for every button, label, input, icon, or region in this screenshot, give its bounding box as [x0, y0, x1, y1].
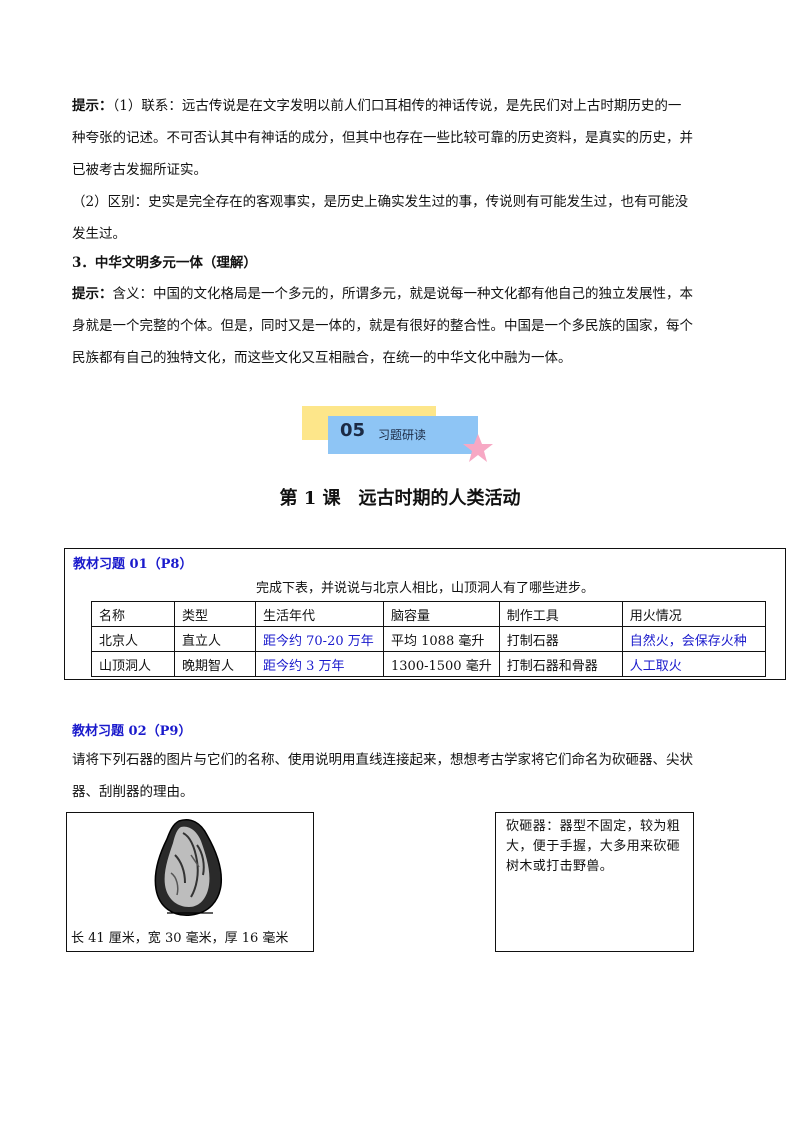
exercise2-instruction: 请将下列石器的图片与它们的名称、使用说明用直线连接起来，想想考古学家将它们命名为… [72, 744, 732, 808]
hint2-label: 提示： [72, 286, 113, 302]
hint1-label: 提示： [72, 98, 113, 114]
hint2-line3: 民族都有自己的独特文化，而这些文化又互相融合，在统一的中华文化中融为一体。 [72, 350, 572, 366]
comparison-table: 名称 类型 生活年代 脑容量 制作工具 用火情况 北京人 直立人 距今约 70-… [91, 601, 766, 677]
table-header: 用火情况 [621, 601, 766, 627]
heading-3: 3．中华文明多元一体（理解） [72, 255, 257, 271]
exercise1-instruction: 完成下表，并说说与北京人相比，山顶洞人有了哪些进步。 [255, 581, 594, 596]
hint2-line2: 身就是一个完整的个体。但是，同时又是一体的，就是有很好的整合性。中国是一个多民族… [72, 318, 693, 334]
hint1-line1: （1）联系：远古传说是在文字发明以前人们口耳相传的神话传说，是先民们对上古时期历… [112, 98, 682, 114]
table-cell: 1300-1500 毫升 [383, 651, 500, 677]
table-cell-answer: 距今约 3 万年 [255, 651, 384, 677]
exercise2-line1: 请将下列石器的图片与它们的名称、使用说明用直线连接起来，想想考古学家将它们命名为… [72, 752, 693, 768]
hint2-line1: 含义：中国的文化格局是一个多元的，所谓多元，就是说每一种文化都有他自己的独立发展… [112, 286, 694, 302]
chopper-description-box: 砍砸器：器型不固定，较为粗大，便于手握，大多用来砍砸树木或打击野兽。 [495, 812, 694, 952]
table-cell: 山顶洞人 [91, 651, 175, 677]
section-label: 习题研读 [378, 428, 427, 442]
hint1-line2: 种夸张的记述。不可否认其中有神话的成分，但其中也存在一些比较可靠的历史资料，是真… [72, 130, 693, 146]
table-cell: 平均 1088 毫升 [383, 626, 500, 652]
table-header: 生活年代 [255, 601, 384, 627]
table-header: 脑容量 [383, 601, 500, 627]
hint1-paragraph: 提示：（1）联系：远古传说是在文字发明以前人们口耳相传的神话传说，是先民们对上古… [72, 90, 732, 250]
table-cell: 打制石器 [498, 626, 623, 652]
hint1-line4: （2）区别：史实是完全存在的客观事实，是历史上确实发生过的事，传说则有可能发生过… [72, 194, 689, 210]
exercise2-title: 教材习题 02（P9） [72, 724, 192, 739]
hint1-line5: 发生过。 [72, 226, 126, 242]
section-number: 05 [340, 420, 366, 441]
table-cell-answer: 人工取火 [621, 651, 766, 677]
lesson-title: 第 1 课 远古时期的人类活动 [279, 488, 521, 509]
table-cell: 直立人 [174, 626, 256, 652]
table-header: 名称 [91, 601, 175, 627]
hint1-line3: 已被考古发掘所证实。 [72, 162, 207, 178]
table-cell: 晚期智人 [174, 651, 256, 677]
table-cell-answer: 自然火，会保存火种 [621, 626, 766, 652]
table-header: 类型 [174, 601, 256, 627]
exercise1-box: 教材习题 01（P8） 完成下表，并说说与北京人相比，山顶洞人有了哪些进步。 名… [64, 548, 786, 680]
star-icon [463, 434, 493, 462]
stone-caption: 长 41 厘米，宽 30 毫米，厚 16 毫米 [71, 931, 289, 946]
table-cell: 北京人 [91, 626, 175, 652]
stone-picture-box: 长 41 厘米，宽 30 毫米，厚 16 毫米 [66, 812, 314, 952]
table-cell: 打制石器和骨器 [498, 651, 623, 677]
banner-blue-block [328, 416, 478, 454]
table-header: 制作工具 [498, 601, 623, 627]
exercise1-title: 教材习题 01（P8） [73, 557, 193, 572]
table-row: 北京人 直立人 距今约 70-20 万年 平均 1088 毫升 打制石器 自然火… [91, 626, 766, 652]
stone-tool-icon [154, 819, 223, 916]
chopper-description: 砍砸器：器型不固定，较为粗大，便于手握，大多用来砍砸树木或打击野兽。 [506, 819, 681, 874]
table-cell-answer: 距今约 70-20 万年 [255, 626, 384, 652]
exercise2-line2: 器、刮削器的理由。 [72, 784, 194, 800]
section-banner: 05 习题研读 [300, 402, 500, 472]
hint2-paragraph: 提示：含义：中国的文化格局是一个多元的，所谓多元，就是说每一种文化都有他自己的独… [72, 278, 732, 374]
table-header-row: 名称 类型 生活年代 脑容量 制作工具 用火情况 [91, 601, 766, 627]
table-row: 山顶洞人 晚期智人 距今约 3 万年 1300-1500 毫升 打制石器和骨器 … [91, 651, 766, 677]
